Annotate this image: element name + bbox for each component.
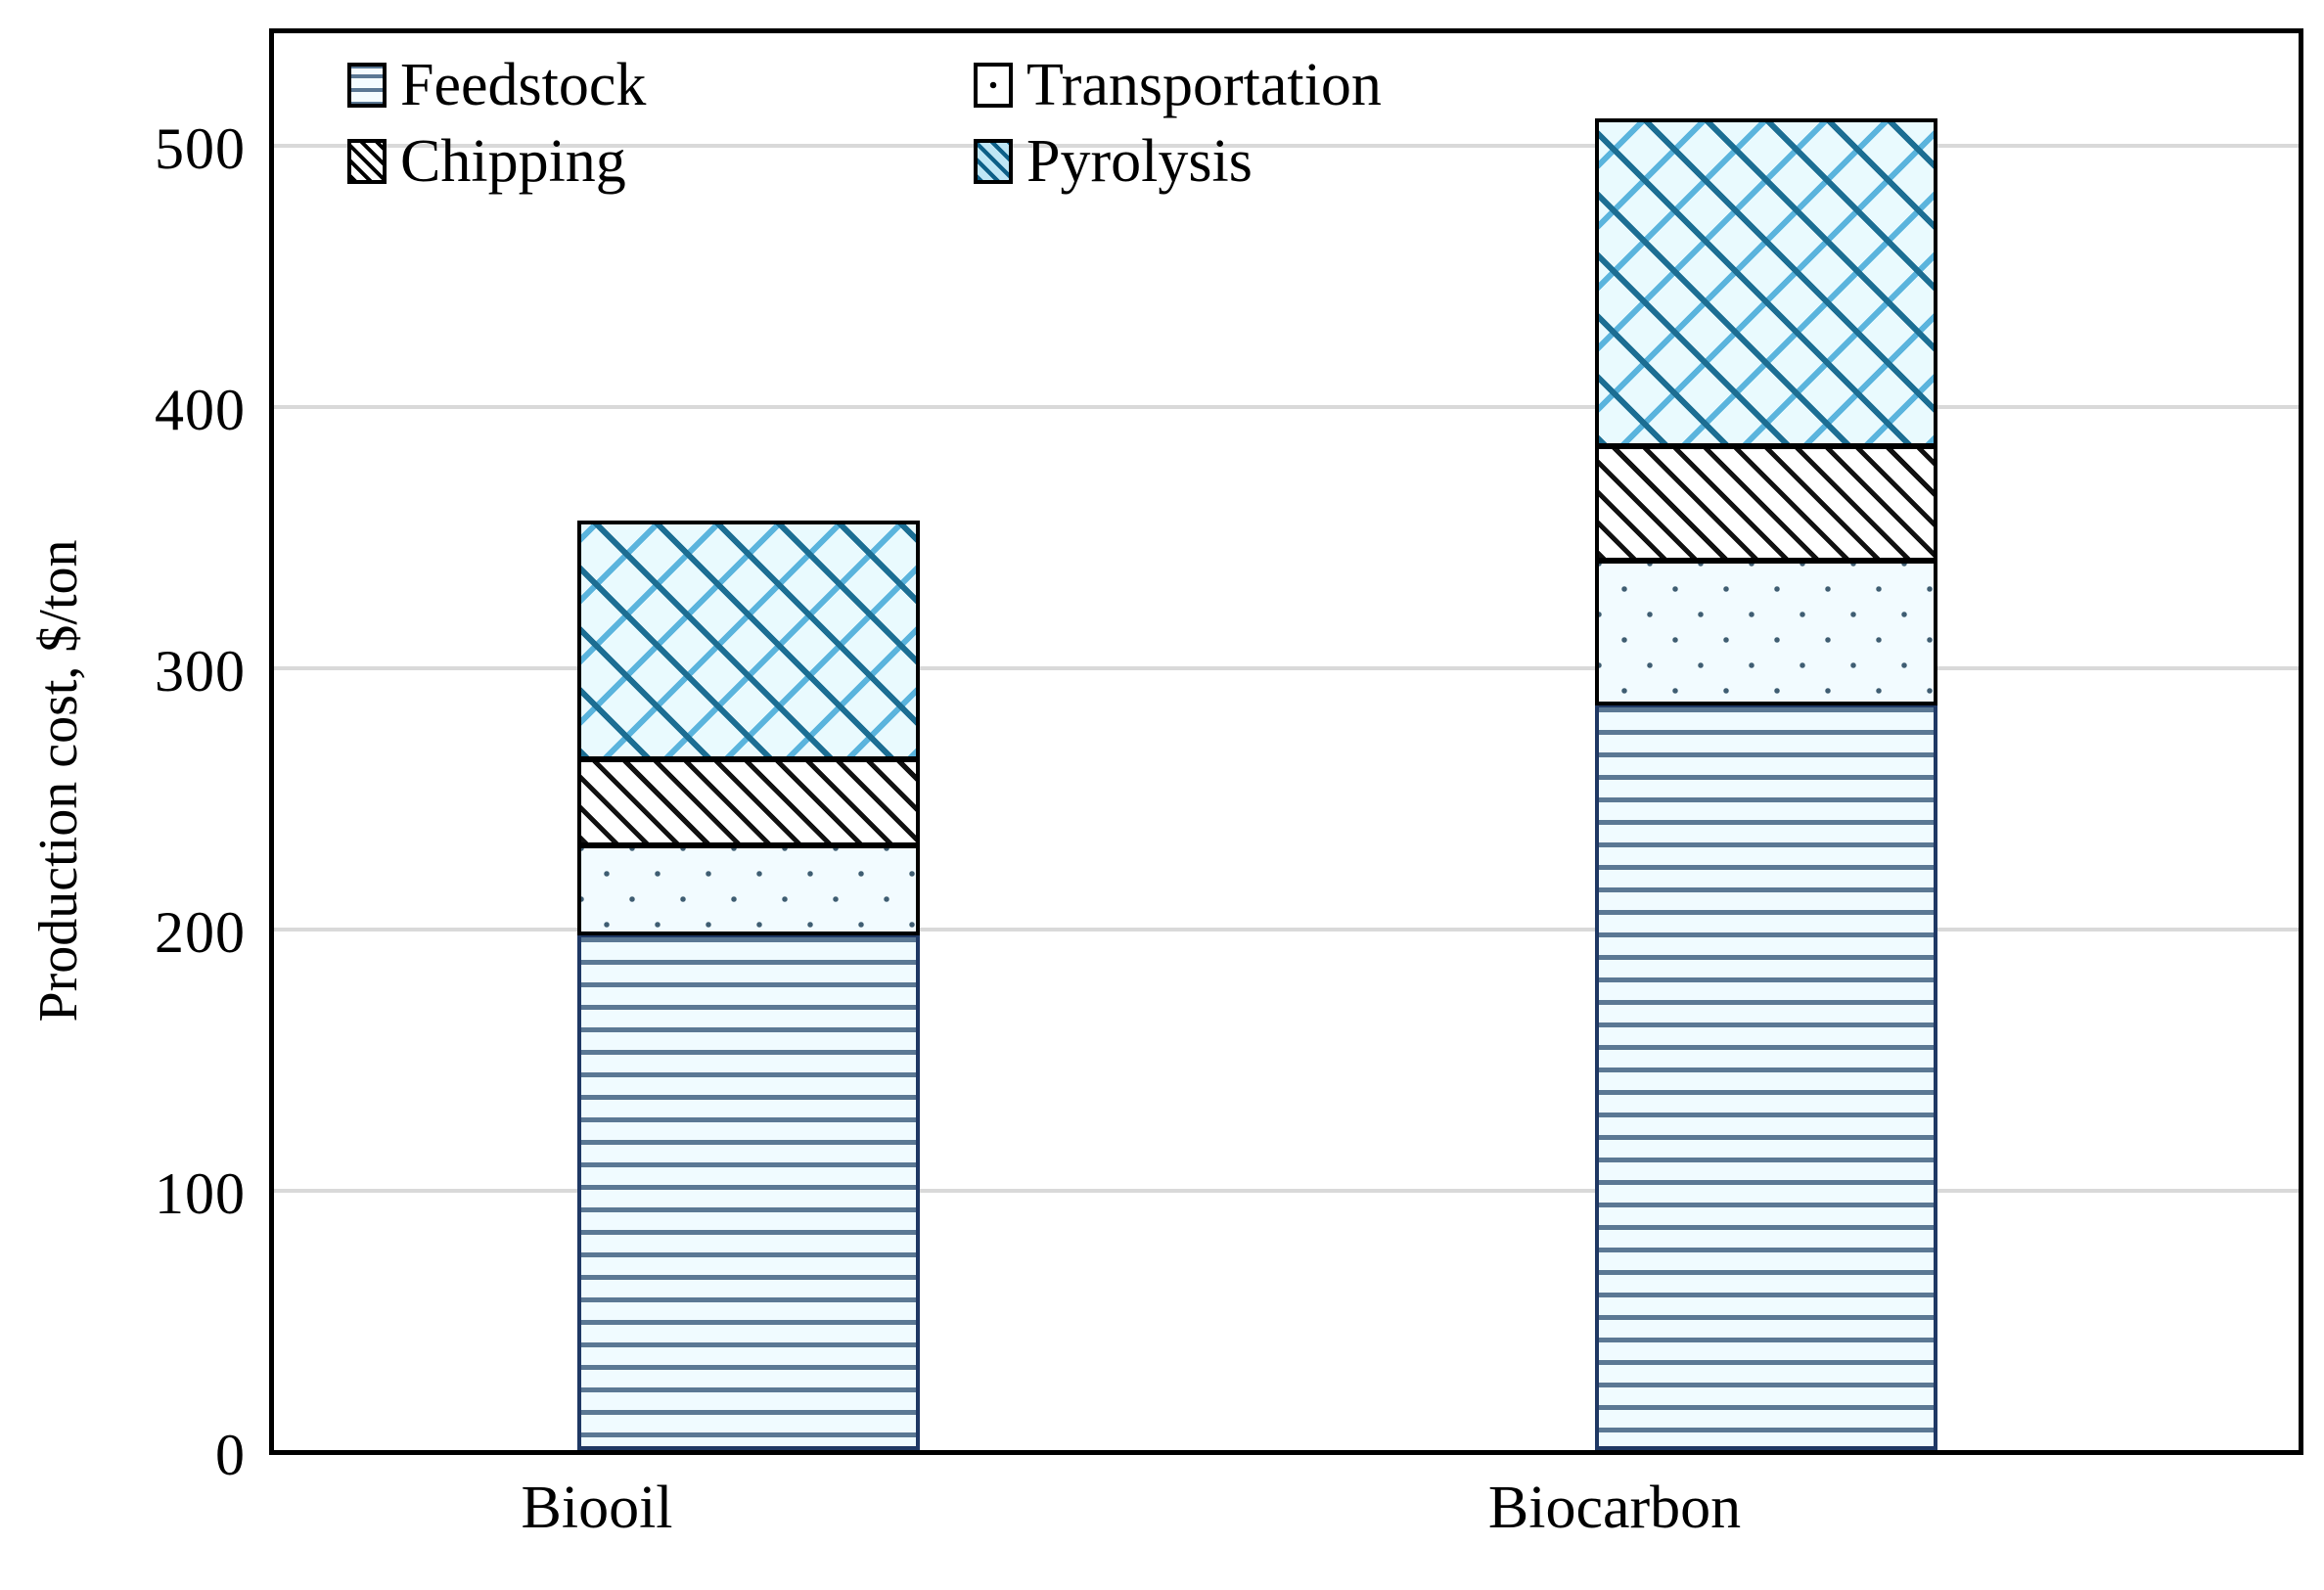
gridline-400 (274, 405, 2299, 409)
legend-label-feedstock: Feedstock (400, 52, 647, 118)
legend-swatch-pyrolysis-icon (974, 139, 1013, 184)
legend-item-pyrolysis[interactable]: Pyrolysis (974, 131, 1600, 192)
legend-item-transportation[interactable]: Transportation (974, 55, 1600, 115)
legend-item-chipping[interactable]: Chipping (347, 131, 974, 192)
gridline-300 (274, 666, 2299, 670)
segment-biocarbon-transportation[interactable] (1595, 560, 1937, 705)
x-category-biocarbon: Biocarbon (1487, 1475, 1742, 1541)
legend-label-transportation: Transportation (1026, 52, 1382, 118)
y-tick-500: 500 (155, 116, 246, 181)
bar-biooil[interactable] (577, 521, 920, 1450)
segment-biocarbon-chipping[interactable] (1595, 445, 1937, 562)
segment-biooil-pyrolysis[interactable] (577, 521, 920, 760)
gridline-100 (274, 1189, 2299, 1193)
y-axis-title: Production cost, $/ton (28, 539, 89, 1022)
y-tick-400: 400 (155, 378, 246, 442)
segment-biocarbon-feedstock[interactable] (1595, 704, 1937, 1450)
segment-biooil-feedstock[interactable] (577, 933, 920, 1450)
plot-frame (269, 28, 2303, 1455)
y-tick-300: 300 (155, 639, 246, 704)
y-tick-0: 0 (215, 1423, 246, 1487)
legend-swatch-transportation-icon (974, 63, 1013, 108)
plot-area (274, 33, 2299, 1450)
legend: Feedstock Transportation Chipping Pyroly… (347, 47, 1424, 200)
x-category-biooil: Biooil (521, 1475, 673, 1541)
legend-swatch-chipping-icon (347, 139, 387, 184)
legend-label-pyrolysis: Pyrolysis (1026, 128, 1253, 195)
segment-biooil-chipping[interactable] (577, 758, 920, 846)
bar-biocarbon[interactable] (1595, 118, 1937, 1450)
y-tick-200: 200 (155, 900, 246, 965)
legend-label-chipping: Chipping (400, 128, 626, 195)
legend-swatch-feedstock-icon (347, 63, 387, 108)
segment-biooil-transportation[interactable] (577, 844, 920, 935)
legend-item-feedstock[interactable]: Feedstock (347, 55, 974, 115)
y-axis-tick-labels: 0 100 200 300 400 500 (0, 0, 269, 1590)
gridline-200 (274, 928, 2299, 931)
segment-biocarbon-pyrolysis[interactable] (1595, 118, 1937, 447)
gridline-500 (274, 144, 2299, 148)
y-tick-100: 100 (155, 1161, 246, 1226)
